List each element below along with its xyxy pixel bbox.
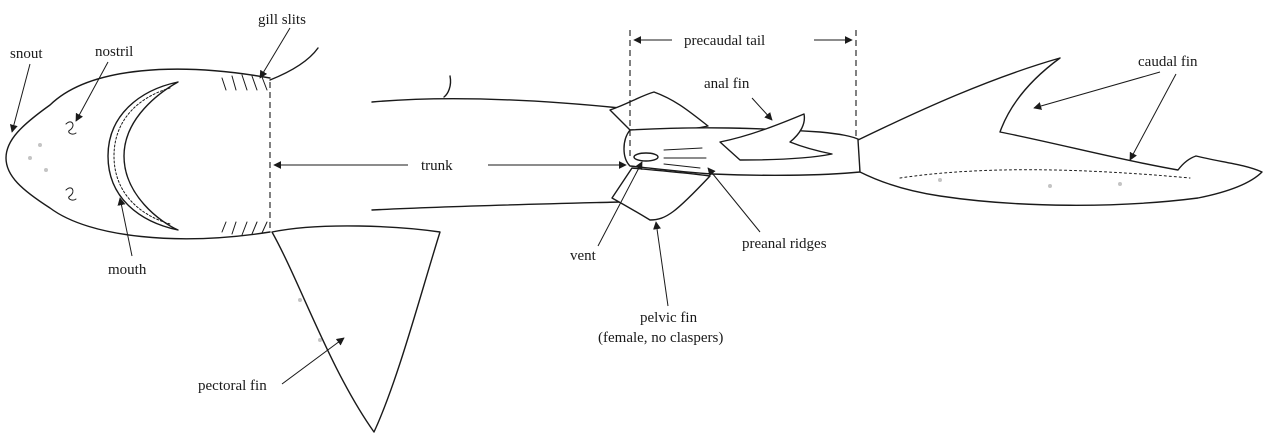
pelvic-fin-upper bbox=[609, 91, 709, 132]
head-outline bbox=[5, 68, 271, 240]
pelvic-fin bbox=[611, 167, 711, 221]
label-preanal-ridges: preanal ridges bbox=[742, 236, 827, 252]
annotation-leaders bbox=[9, 27, 1177, 385]
nostril-left bbox=[65, 121, 77, 135]
preanal-ridges-shape bbox=[663, 147, 707, 169]
label-snout: snout bbox=[10, 46, 43, 62]
pectoral-fin-top bbox=[269, 47, 319, 81]
label-anal-fin: anal fin bbox=[704, 76, 750, 92]
label-vent: vent bbox=[570, 248, 597, 264]
label-nostril: nostril bbox=[95, 44, 133, 60]
trunk-lower-edge bbox=[371, 201, 621, 211]
gill-slits-top bbox=[221, 74, 268, 91]
shark-illustration bbox=[5, 47, 1263, 433]
label-trunk: trunk bbox=[421, 158, 453, 174]
pectoral-fin bbox=[271, 225, 441, 433]
label-precaudal-tail: precaudal tail bbox=[684, 33, 765, 49]
caudal-fin-shape bbox=[857, 57, 1263, 206]
gill-slits-bottom bbox=[221, 221, 268, 236]
vent-shape bbox=[633, 152, 659, 162]
label-pectoral-fin: pectoral fin bbox=[198, 378, 267, 394]
nostril-right bbox=[65, 187, 77, 201]
labels: snout nostril gill slits mouth trunk pec… bbox=[10, 12, 1198, 394]
label-caudal-fin: caudal fin bbox=[1138, 54, 1198, 70]
label-mouth: mouth bbox=[108, 262, 147, 278]
anal-fin-shape bbox=[719, 113, 833, 161]
label-pelvic-fin-note: (female, no claspers) bbox=[598, 330, 723, 346]
trunk-upper-edge bbox=[371, 97, 621, 109]
label-gill-slits: gill slits bbox=[258, 12, 306, 28]
mouth-shape bbox=[107, 81, 179, 231]
label-pelvic-fin: pelvic fin bbox=[640, 310, 698, 326]
